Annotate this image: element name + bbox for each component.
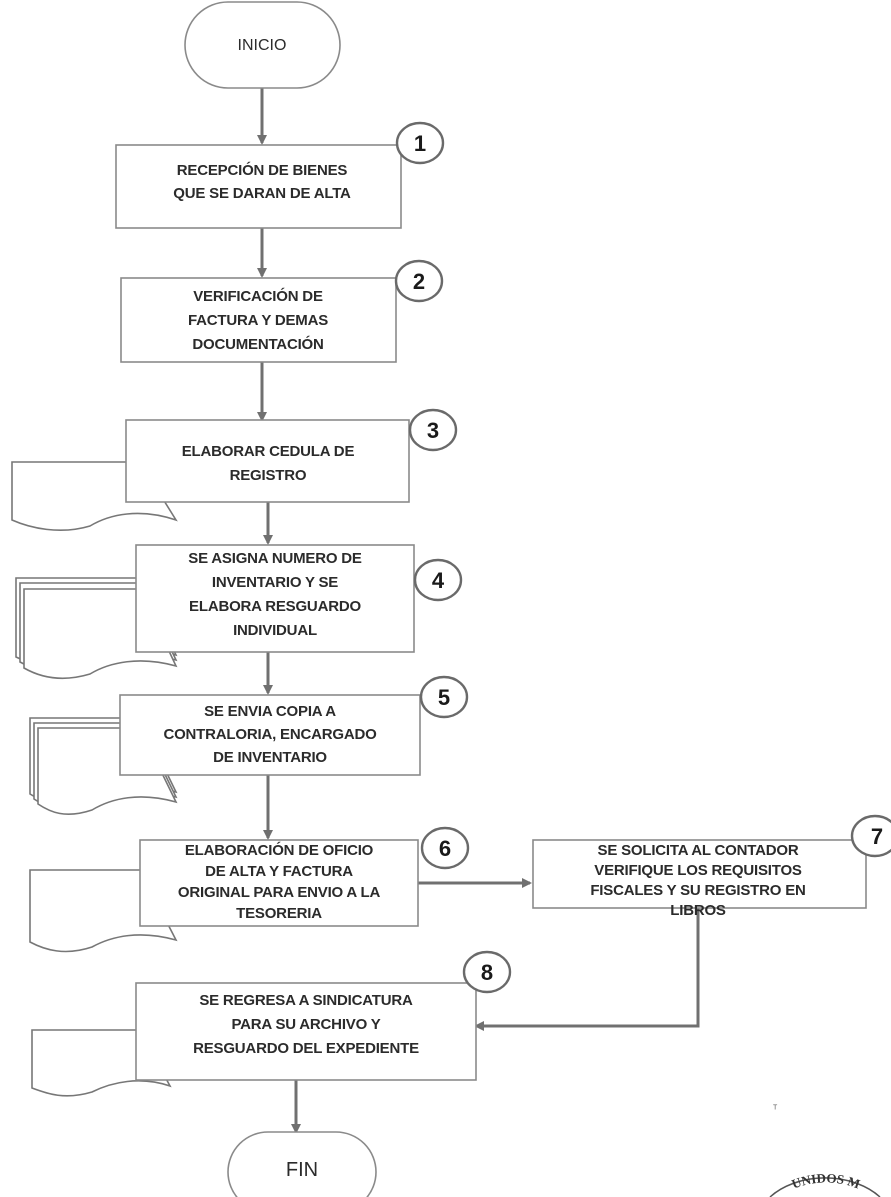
step-badge-1: 1 [395,121,445,165]
process-box-6 [139,839,419,927]
official-seal: UNIDOS M [769,1170,881,1197]
step-6-line-2: DE ALTA Y FACTURA [205,863,353,880]
step-text-3: ELABORAR CEDULA DE REGISTRO [182,443,355,484]
step-text-6: ELABORACIÓN DE OFICIO DE ALTA Y FACTURA OR… [178,841,381,922]
process-box-7 [532,839,867,909]
step-badge-4: 4 [413,558,463,602]
start-label: INICIO [238,37,287,54]
step-number-2: 2 [413,269,425,294]
step-text-8: SE REGRESA A SINDICATURA PARA SU ARCHIVO … [193,992,419,1057]
step-number-6: 6 [439,836,451,861]
step-text-1: RECEPCIÓN DE BIENES QUE SE DARAN DE ALTA [173,161,351,202]
start-terminator: INICIO [184,1,341,89]
step-3-line-2: REGISTRO [230,467,307,484]
step-number-8: 8 [481,960,493,985]
step-1-line-2: QUE SE DARAN DE ALTA [173,185,351,202]
step-badge-5: 5 [419,675,469,719]
step-3-line-1: ELABORAR CEDULA DE [182,443,355,460]
seal-text: UNIDOS M [790,1170,863,1191]
process-box-2 [120,277,397,363]
step-2-line-2: FACTURA Y DEMAS [188,312,328,329]
step-text-5: SE ENVIA COPIA A CONTRALORIA, ENCARGADO DE… [163,703,377,766]
step-5-line-2: CONTRALORIA, ENCARGADO [163,726,377,743]
step-number-5: 5 [438,685,450,710]
step-6-line-3: ORIGINAL PARA ENVIO A LA [178,884,381,901]
step-2-line-1: VERIFICACIÓN DE [193,287,323,305]
step-number-1: 1 [414,131,426,156]
end-terminator: FIN [227,1131,377,1197]
arrow-7-to-8 [474,908,700,1031]
step-7-line-4: LIBROS [670,902,726,919]
end-label: FIN [286,1159,318,1181]
step-7-line-3: FISCALES Y SU REGISTRO EN [590,882,805,899]
step-4-line-2: INVENTARIO Y SE [212,574,338,591]
step-4-line-3: ELABORA RESGUARDO [189,598,361,615]
step-6-line-4: TESORERIA [236,905,322,922]
process-box-4 [135,544,415,653]
step-badge-7: 7 [850,814,891,858]
process-box-3 [125,419,410,503]
step-number-7: 7 [871,824,883,849]
process-box-1 [115,144,402,229]
step-5-line-1: SE ENVIA COPIA A [204,703,336,720]
step-number-3: 3 [427,418,439,443]
step-8-line-1: SE REGRESA A SINDICATURA [199,992,413,1009]
step-8-line-3: RESGUARDO DEL EXPEDIENTE [193,1040,419,1057]
step-2-line-3: DOCUMENTACIÓN [192,335,323,353]
stray-mark: ᵀ [773,1104,778,1115]
step-text-4: SE ASIGNA NUMERO DE INVENTARIO Y SE ELABOR… [188,550,362,639]
seal-arc [769,1177,881,1197]
step-8-line-2: PARA SU ARCHIVO Y [231,1016,380,1033]
step-7-line-1: SE SOLICITA AL CONTADOR [598,842,799,859]
step-badge-3: 3 [408,408,458,452]
step-7-line-2: VERIFIQUE LOS REQUISITOS [594,862,802,879]
step-number-badges: 1 2 3 4 5 6 7 8 [394,121,891,994]
step-text-7: SE SOLICITA AL CONTADOR VERIFIQUE LOS REQ… [590,842,805,919]
step-text-2: VERIFICACIÓN DE FACTURA Y DEMAS DOCUMENTAC… [188,287,328,353]
step-4-line-4: INDIVIDUAL [233,622,317,639]
process-box-8 [135,982,477,1081]
connectors [257,88,700,1134]
process-boxes [115,144,867,1081]
step-4-line-1: SE ASIGNA NUMERO DE [188,550,362,567]
step-1-line-1: RECEPCIÓN DE BIENES [177,161,348,179]
step-badge-8: 8 [462,950,512,994]
step-badge-6: 6 [420,826,470,870]
step-6-line-1: ELABORACIÓN DE OFICIO [185,841,374,859]
step-5-line-3: DE INVENTARIO [213,749,327,766]
process-box-5 [119,694,421,776]
step-badge-2: 2 [394,259,444,303]
step-number-4: 4 [432,568,445,593]
